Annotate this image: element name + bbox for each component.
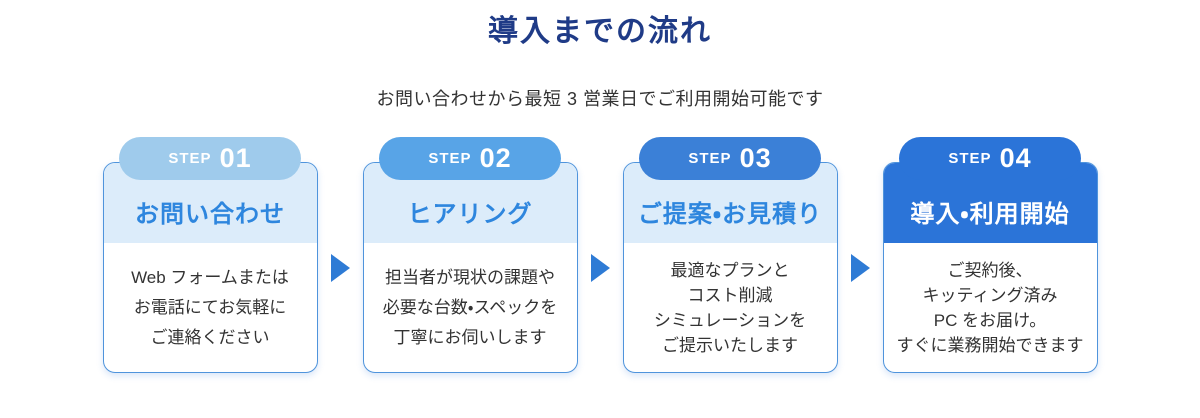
step-01-body: Web フォームまたは お電話にてお気軽に ご連絡ください	[104, 243, 317, 373]
page-subtitle: お問い合わせから最短 3 営業日でご利用開始可能です	[376, 89, 824, 109]
flow-arrow-3	[838, 162, 883, 373]
step-04-body: ご契約後、 キッティング済み PC をお届け。 すぐに業務開始できます	[884, 243, 1097, 373]
step-01-badge: STEP 01	[119, 137, 301, 180]
step-01-body-line-2: お電話にてお気軽に	[133, 298, 287, 317]
step-02-body-line-3: 丁寧にお伺いします	[393, 328, 547, 347]
step-03-body-line-4: ご提示いたします	[662, 336, 798, 355]
step-03-body-line-1: 最適なプランと	[670, 261, 790, 280]
step-04-body-line-3: PC をお届け。	[933, 311, 1047, 330]
step-03-card-box: ご提案・お見積り 最適なプランと コスト削減 シミュレーションを ご提示いたしま…	[622, 162, 838, 373]
page-title: 導入までの流れ	[488, 15, 712, 48]
step-01-body-line-1: Web フォームまたは	[131, 268, 289, 287]
arrow-right-icon	[330, 253, 350, 282]
arrow-right-icon	[590, 253, 610, 282]
step-04-body-line-2: キッティング済み	[922, 286, 1058, 305]
step-03-title: ご提案・お見積り	[637, 200, 823, 228]
step-03-body-line-2: コスト削減	[687, 286, 773, 305]
step-01-title: お問い合わせ	[135, 200, 285, 228]
step-02-card-box: ヒアリング 担当者が現状の課題や 必要な台数・スペックを 丁寧にお伺いします	[362, 162, 578, 373]
arrow-right-icon	[850, 253, 870, 282]
step-01-body-line-3: ご連絡ください	[150, 328, 270, 347]
step-02-body: 担当者が現状の課題や 必要な台数・スペックを 丁寧にお伺いします	[364, 243, 577, 373]
step-04-body-line-4: すぐに業務開始できます	[896, 336, 1084, 355]
step-03-badge-label: STEP	[688, 150, 732, 167]
step-02-body-line-1: 担当者が現状の課題や	[385, 268, 555, 287]
step-card-03: STEP 03 ご提案・お見積り 最適なプランと コスト削減 シミュレーションを…	[622, 137, 838, 373]
flow-arrow-2	[578, 162, 623, 373]
step-01-badge-number: 01	[219, 143, 252, 173]
step-04-body-line-1: ご契約後、	[947, 261, 1033, 280]
step-03-body: 最適なプランと コスト削減 シミュレーションを ご提示いたします	[624, 243, 837, 373]
step-03-badge-number: 03	[739, 143, 772, 173]
step-card-01: STEP 01 お問い合わせ Web フォームまたは お電話にてお気軽に ご連絡…	[102, 137, 318, 373]
step-02-badge-label: STEP	[428, 150, 472, 167]
step-04-badge: STEP 04	[899, 137, 1081, 180]
step-02-title: ヒアリング	[407, 200, 533, 228]
step-03-badge: STEP 03	[639, 137, 821, 180]
step-01-badge-label: STEP	[168, 150, 212, 167]
step-card-04: STEP 04 導入・利用開始 ご契約後、 キッティング済み PC をお届け。 …	[882, 137, 1098, 373]
step-04-badge-label: STEP	[948, 150, 992, 167]
steps-flow: STEP 01 お問い合わせ Web フォームまたは お電話にてお気軽に ご連絡…	[0, 137, 1200, 373]
flow-arrow-1	[318, 162, 363, 373]
step-02-badge: STEP 02	[379, 137, 561, 180]
step-04-card-box: 導入・利用開始 ご契約後、 キッティング済み PC をお届け。 すぐに業務開始で…	[882, 162, 1098, 373]
step-04-title: 導入・利用開始	[910, 200, 1070, 228]
step-03-body-line-3: シミュレーションを	[653, 311, 807, 330]
step-02-body-line-2: 必要な台数・スペックを	[382, 298, 558, 317]
step-04-badge-number: 04	[999, 143, 1032, 173]
step-01-card-box: お問い合わせ Web フォームまたは お電話にてお気軽に ご連絡ください	[102, 162, 318, 373]
step-card-02: STEP 02 ヒアリング 担当者が現状の課題や 必要な台数・スペックを 丁寧に…	[362, 137, 578, 373]
step-02-badge-number: 02	[479, 143, 512, 173]
